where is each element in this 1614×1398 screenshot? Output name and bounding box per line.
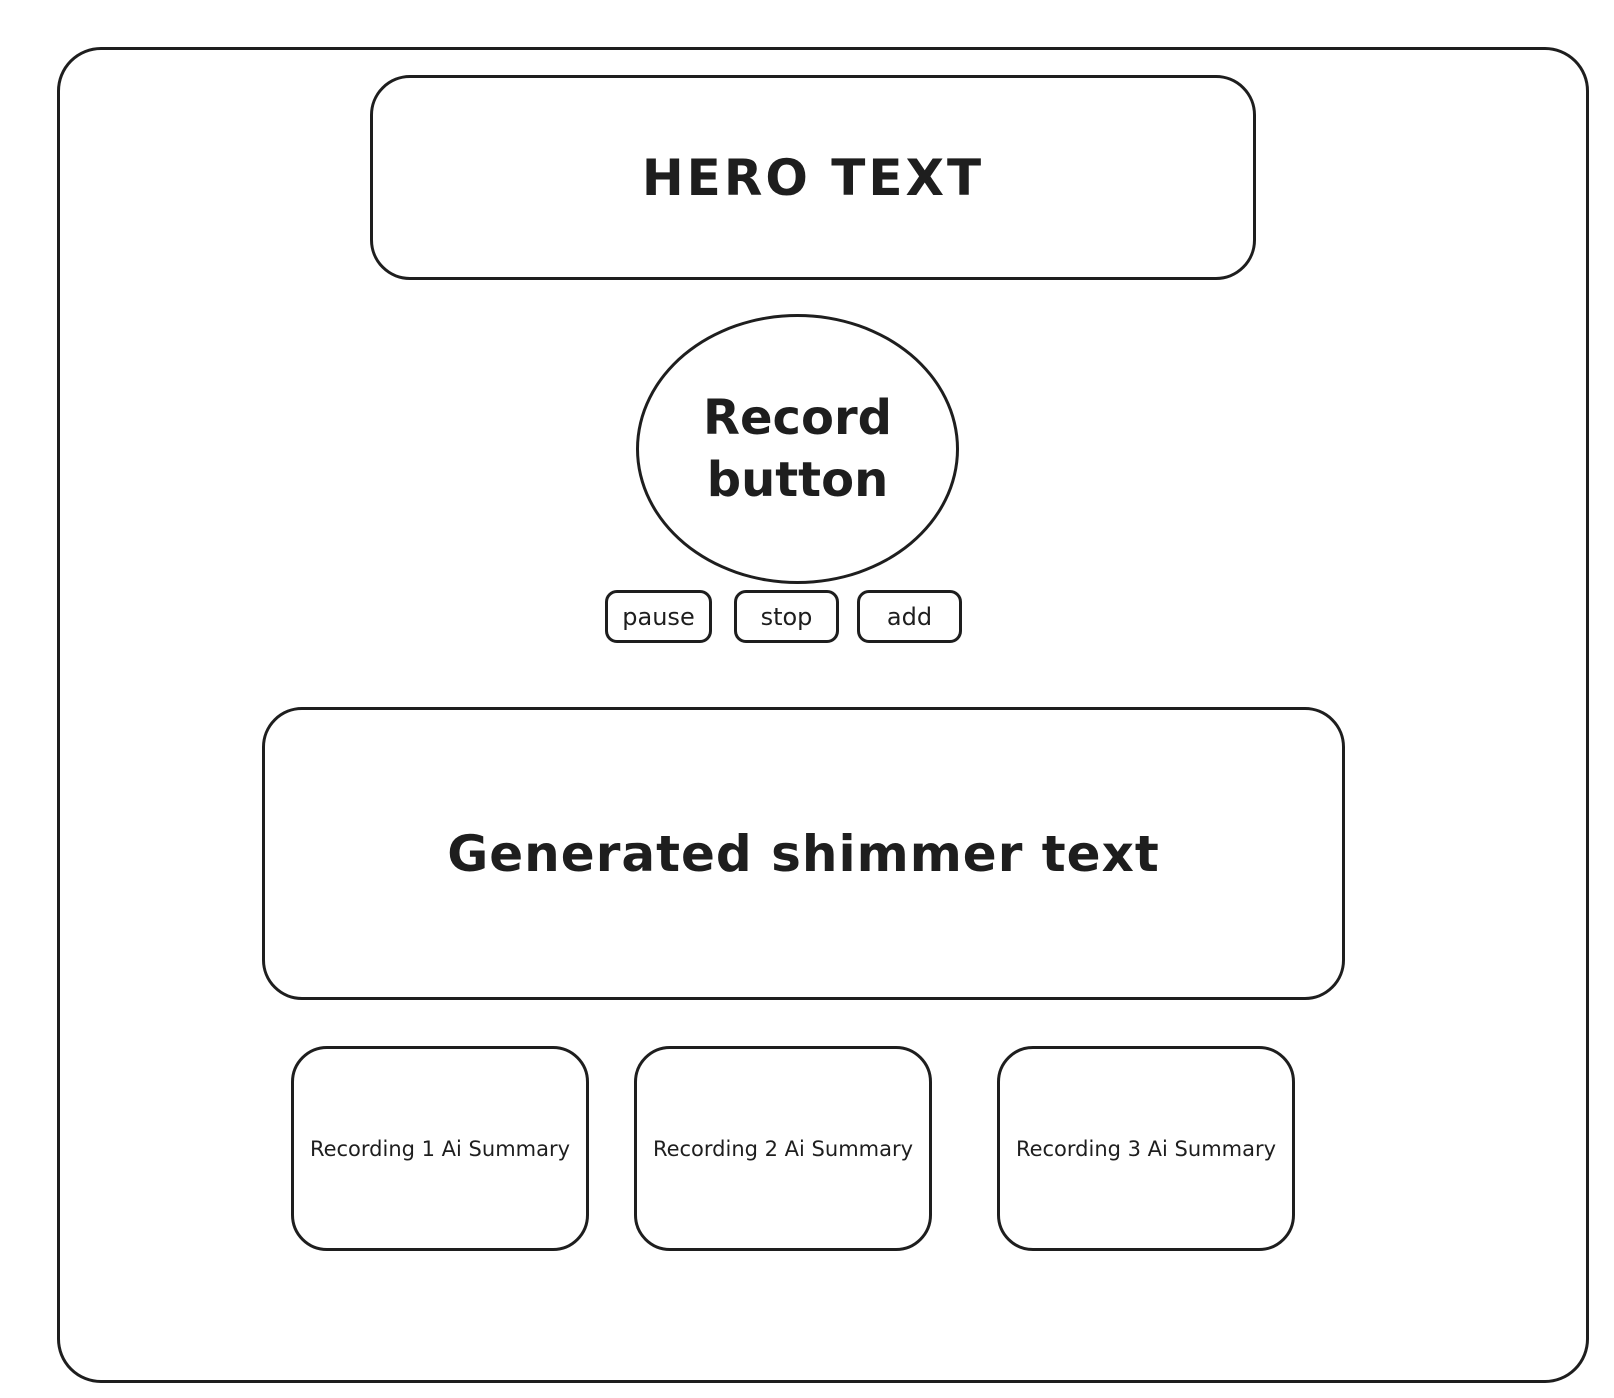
add-button-label: add: [886, 602, 933, 631]
generated-text-panel: Generated shimmer text: [262, 707, 1345, 1000]
stop-button[interactable]: stop: [734, 590, 839, 643]
recording-summary-label: Recording 2 Ai Summary: [652, 1136, 914, 1161]
recording-summary-card-1[interactable]: Recording 1 Ai Summary: [291, 1046, 589, 1251]
hero-text: HERO TEXT: [641, 148, 985, 207]
record-button[interactable]: Record button: [636, 314, 959, 584]
generated-shimmer-text: Generated shimmer text: [447, 824, 1160, 883]
recording-summary-card-3[interactable]: Recording 3 Ai Summary: [997, 1046, 1295, 1251]
recording-summary-label: Recording 3 Ai Summary: [1015, 1136, 1277, 1161]
recording-summary-label: Recording 1 Ai Summary: [309, 1136, 571, 1161]
stop-button-label: stop: [760, 602, 813, 631]
add-button[interactable]: add: [857, 590, 962, 643]
pause-button[interactable]: pause: [605, 590, 712, 643]
record-button-label: Record button: [703, 389, 892, 508]
recording-summary-card-2[interactable]: Recording 2 Ai Summary: [634, 1046, 932, 1251]
hero-section: HERO TEXT: [370, 75, 1256, 280]
app-frame: [57, 47, 1589, 1383]
pause-button-label: pause: [622, 602, 695, 631]
